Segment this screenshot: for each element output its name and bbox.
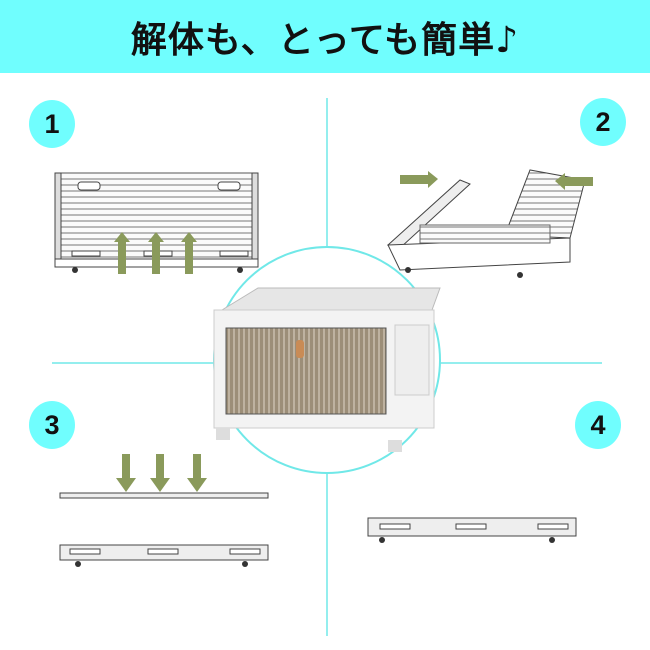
storage-box-product	[213, 287, 441, 452]
arrow-down-icon	[187, 478, 207, 492]
header-banner: 解体も、とっても簡単♪	[0, 0, 650, 73]
arrow-down-icon	[116, 478, 136, 492]
arrow-up-icon	[114, 232, 130, 242]
arrow-down-icon	[150, 478, 170, 492]
step2-illustration	[386, 169, 593, 278]
page-title: 解体も、とっても簡単♪	[130, 19, 520, 61]
step3-illustration	[59, 454, 269, 567]
arrow-up-icon	[181, 232, 197, 242]
step4-illustration	[367, 517, 577, 543]
step-3-badge: 3	[29, 401, 75, 449]
arrow-left-icon	[565, 177, 593, 186]
arrow-up-icon	[148, 232, 164, 242]
step1-illustration	[54, 172, 259, 274]
step-1-badge: 1	[29, 100, 75, 148]
step-2-badge: 2	[580, 98, 626, 146]
step-4-badge: 4	[575, 401, 621, 449]
arrow-right-icon	[400, 175, 428, 184]
